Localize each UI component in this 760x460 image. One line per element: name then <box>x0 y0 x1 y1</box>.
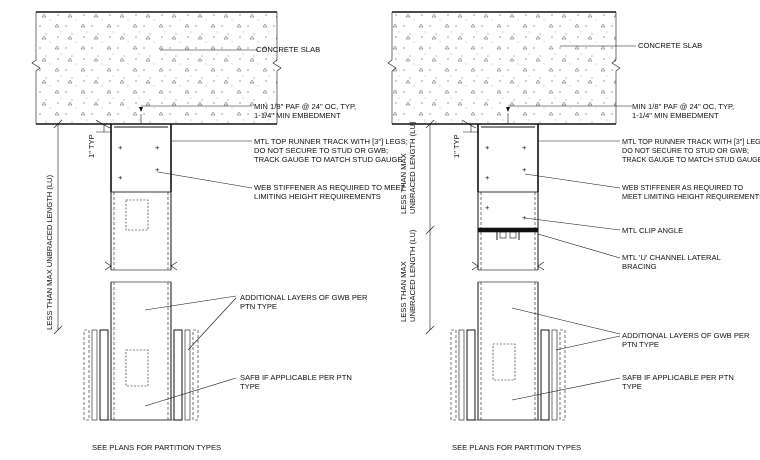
label-paf-right: MIN 1/8" PAF @ 24" OC, TYP, 1-1/4" MIN E… <box>632 102 736 120</box>
svg-text:+: + <box>118 143 123 152</box>
label-safb-left: SAFB IF APPLICABLE PER PTN TYPE <box>240 373 354 391</box>
label-see-plans-right: SEE PLANS FOR PARTITION TYPES <box>452 443 581 452</box>
notes-left: CONCRETE SLAB MIN 1/8" PAF @ 24" OC, TYP… <box>92 45 410 452</box>
label-gwb-left: ADDITIONAL LAYERS OF GWB PER PTN TYPE <box>240 293 370 311</box>
gwb-layers-right <box>450 329 566 421</box>
svg-text:+: + <box>485 143 490 152</box>
concrete-slab-left <box>31 11 282 125</box>
svg-text:+: + <box>522 213 527 222</box>
label-paf-left: MIN 1/8" PAF @ 24" OC, TYP, 1-1/4" MIN E… <box>254 102 358 120</box>
svg-text:+: + <box>522 165 527 174</box>
label-track-left: MTL TOP RUNNER TRACK WITH [3"] LEGS; DO … <box>254 137 410 164</box>
typ-callout-left: 1" TYP <box>87 119 112 158</box>
label-safb-right: SAFB IF APPLICABLE PER PTN TYPE <box>622 373 736 391</box>
typ-label-right: 1" TYP <box>452 134 461 158</box>
svg-text:+: + <box>155 143 160 152</box>
unbraced-dimension-right: LESS THAN MAX UNBRACED LENGTH (LU) LESS … <box>399 119 435 335</box>
svg-text:+: + <box>522 143 527 152</box>
typ-callout-right: 1" TYP <box>452 119 479 158</box>
label-concrete-slab-left: CONCRETE SLAB <box>256 45 320 54</box>
leaders-right <box>506 45 636 401</box>
svg-text:+: + <box>485 173 490 182</box>
svg-text:+: + <box>485 203 490 212</box>
leaders-left <box>139 49 258 407</box>
detail-left: + + + + <box>31 11 410 452</box>
top-runner-track-left: + + + + <box>110 114 172 193</box>
label-see-plans-left: SEE PLANS FOR PARTITION TYPES <box>92 443 221 452</box>
concrete-slab-right <box>387 11 621 125</box>
notes-right: CONCRETE SLAB MIN 1/8" PAF @ 24" OC, TYP… <box>452 41 760 452</box>
label-concrete-slab-right: CONCRETE SLAB <box>638 41 702 50</box>
label-track-right: MTL TOP RUNNER TRACK WITH [3"] LEGS; DO … <box>622 137 760 164</box>
unbraced-label-right-bottom: LESS THAN MAX UNBRACED LENGTH (LU) <box>399 229 417 322</box>
detail-right: + + + + + + <box>387 11 760 452</box>
svg-text:+: + <box>118 173 123 182</box>
top-runner-track-right: + + + + <box>477 114 539 193</box>
unbraced-dimension-left: LESS THAN MAX UNBRACED LENGTH (LU) <box>45 119 63 335</box>
gwb-layers-left <box>83 329 199 421</box>
stud-wall-lower-right <box>472 281 544 421</box>
typ-label-left: 1" TYP <box>87 134 96 158</box>
label-gwb-right: ADDITIONAL LAYERS OF GWB PER PTN TYPE <box>622 331 752 349</box>
stud-wall-upper-left <box>104 191 178 271</box>
unbraced-label-left: LESS THAN MAX UNBRACED LENGTH (LU) <box>45 174 54 330</box>
unbraced-label-right-top: LESS THAN MAX UNBRACED LENGTH (LU) <box>399 121 417 214</box>
label-channel-right: MTL 'U' CHANNEL LATERAL BRACING <box>622 253 723 271</box>
clip-angle-channel-right <box>471 228 545 271</box>
label-stiffener-left: WEB STIFFENER AS REQUIRED TO MEET LIMITI… <box>254 183 407 201</box>
svg-text:+: + <box>155 165 160 174</box>
stud-wall-lower-left <box>105 281 177 421</box>
label-clip-angle-right: MTL CLIP ANGLE <box>622 226 683 235</box>
label-stiffener-right: WEB STIFFENER AS REQUIRED TO MEET LIMITI… <box>622 183 760 201</box>
